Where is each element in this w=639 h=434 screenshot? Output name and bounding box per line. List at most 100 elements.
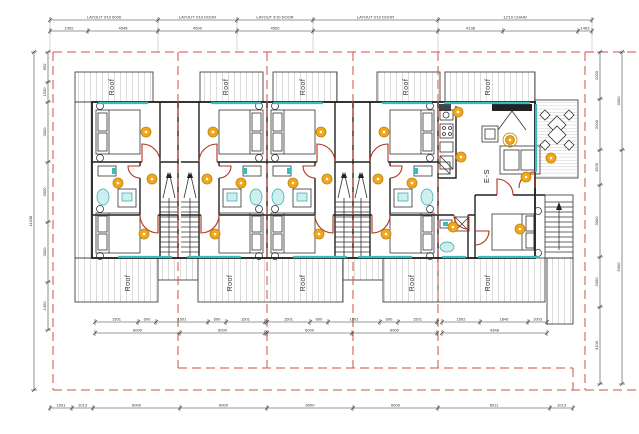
roof-area bbox=[382, 257, 439, 303]
dim-label: 1003 bbox=[533, 317, 543, 322]
dim-label: 6000 bbox=[305, 328, 315, 333]
dim-label: 1013 bbox=[557, 403, 567, 408]
stair-outline bbox=[544, 194, 574, 259]
dim-label: 1463 bbox=[581, 26, 591, 31]
roof-area bbox=[199, 71, 264, 103]
dimension-line: 11038 bbox=[28, 49, 37, 393]
dim-label: 3000 bbox=[42, 127, 47, 137]
dim-label: 3000 bbox=[594, 216, 599, 226]
sofa bbox=[481, 125, 541, 175]
light-icon bbox=[520, 171, 532, 183]
dim-label: 4500 bbox=[271, 26, 281, 31]
roof-areas bbox=[74, 71, 579, 325]
roof-label: Roof bbox=[300, 79, 307, 96]
dim-label: 1846 bbox=[500, 317, 510, 322]
light-icon bbox=[545, 152, 557, 164]
dim-label: 6000 bbox=[133, 328, 143, 333]
unit-label: E-S bbox=[482, 169, 491, 183]
dim-label: 6000 bbox=[391, 403, 401, 408]
dim-label: 3100 bbox=[594, 340, 599, 350]
dim-label: 1013 bbox=[78, 403, 88, 408]
dim-label: 1452 bbox=[65, 26, 75, 31]
roof-area bbox=[74, 257, 159, 303]
dimension-line: 6000 6000 bbox=[92, 328, 268, 336]
dim-label: 2000 bbox=[594, 277, 599, 287]
dim-label: 6000 bbox=[306, 403, 316, 408]
end-unit-plan bbox=[437, 101, 575, 259]
dim-label: LAYOUT 9'10 DOOR bbox=[179, 15, 216, 20]
window-glazing bbox=[442, 101, 540, 259]
extension-lines bbox=[49, 22, 593, 52]
roof-label: Roof bbox=[403, 79, 410, 96]
dim-label: 4000 bbox=[616, 96, 621, 106]
dim-label: 4138 bbox=[466, 26, 476, 31]
dim-label: 2000 bbox=[594, 70, 599, 80]
plot-boundary-lines bbox=[52, 51, 637, 391]
roof-label: Roof bbox=[227, 275, 234, 292]
end-staircase bbox=[545, 201, 573, 253]
light-icon bbox=[447, 221, 459, 233]
dimension-line: 1501 600 1501 600 1501 bbox=[264, 317, 440, 325]
dim-label: 6000 bbox=[219, 403, 229, 408]
dim-label: 1501 bbox=[284, 317, 294, 322]
roof-area bbox=[74, 71, 154, 103]
roof-area bbox=[197, 257, 344, 303]
dim-label: 1500 bbox=[594, 162, 599, 172]
dimension-line: 2000 2000 1500 3000 2000 3100 bbox=[594, 49, 603, 387]
dim-label: 600 bbox=[386, 317, 393, 322]
roof-area bbox=[376, 71, 441, 103]
roof-label: Roof bbox=[109, 79, 116, 96]
dim-label: 6000 bbox=[132, 403, 142, 408]
light-icon bbox=[455, 151, 467, 163]
roof-area bbox=[546, 257, 574, 325]
dim-label: 12'10 CHAIN bbox=[503, 15, 526, 20]
roof-label: Roof bbox=[485, 275, 492, 292]
dim-label: 600 bbox=[214, 317, 221, 322]
roof-label: Roof bbox=[409, 275, 416, 292]
dim-label: 6011 bbox=[490, 403, 499, 408]
roof-label: Roof bbox=[300, 275, 307, 292]
roof-area bbox=[74, 101, 93, 259]
dim-label: 1501 bbox=[241, 317, 251, 322]
light-icon bbox=[452, 106, 464, 118]
dim-label: 4348 bbox=[490, 328, 500, 333]
dim-label: 1501 bbox=[178, 317, 188, 322]
kitchen-counter bbox=[437, 104, 454, 175]
labels: Roof Roof Roof Roof Roof Roof Roof Roof … bbox=[109, 79, 492, 292]
dimension-line: 1501 600 1501 600 1501 bbox=[92, 317, 268, 325]
dim-label: 600 bbox=[144, 317, 151, 322]
dim-label: 850 bbox=[42, 63, 47, 70]
roof-label: Roof bbox=[223, 79, 230, 96]
roof-label: Roof bbox=[485, 79, 492, 96]
dim-label: 1450 bbox=[42, 301, 47, 311]
light-icon bbox=[502, 132, 518, 148]
dim-label: 1501 bbox=[350, 317, 360, 322]
dim-label: 600 bbox=[316, 317, 323, 322]
dimension-line: 1452 4548 4500 4500 4138 1463 bbox=[47, 26, 595, 34]
dim-label: 1500 bbox=[42, 87, 47, 97]
tv-unit bbox=[492, 104, 532, 131]
dimension-line: 4348 bbox=[439, 328, 550, 336]
dim-label: 4500 bbox=[193, 26, 203, 31]
dim-label: 4548 bbox=[119, 26, 129, 31]
roof-label: Roof bbox=[125, 275, 132, 292]
dim-label: 1501 bbox=[112, 317, 122, 322]
dim-label: 1001 bbox=[57, 403, 67, 408]
dim-label: 3000 bbox=[42, 247, 47, 257]
dim-label: 2000 bbox=[594, 119, 599, 129]
dimension-line: 1001 1013 6000 6000 6000 6000 6011 1013 bbox=[47, 403, 576, 411]
dimension-line: 4000 9400 bbox=[616, 49, 625, 387]
dim-label: 9400 bbox=[616, 262, 621, 272]
dim-label: LAYOUT 9'10 DOOR bbox=[256, 15, 293, 20]
dim-label: 1502 bbox=[457, 317, 467, 322]
light-icon bbox=[514, 223, 526, 235]
dimension-line: 1502 1846 1003 bbox=[439, 317, 550, 325]
dim-label: 1501 bbox=[413, 317, 423, 322]
dim-label: 6000 bbox=[218, 328, 228, 333]
